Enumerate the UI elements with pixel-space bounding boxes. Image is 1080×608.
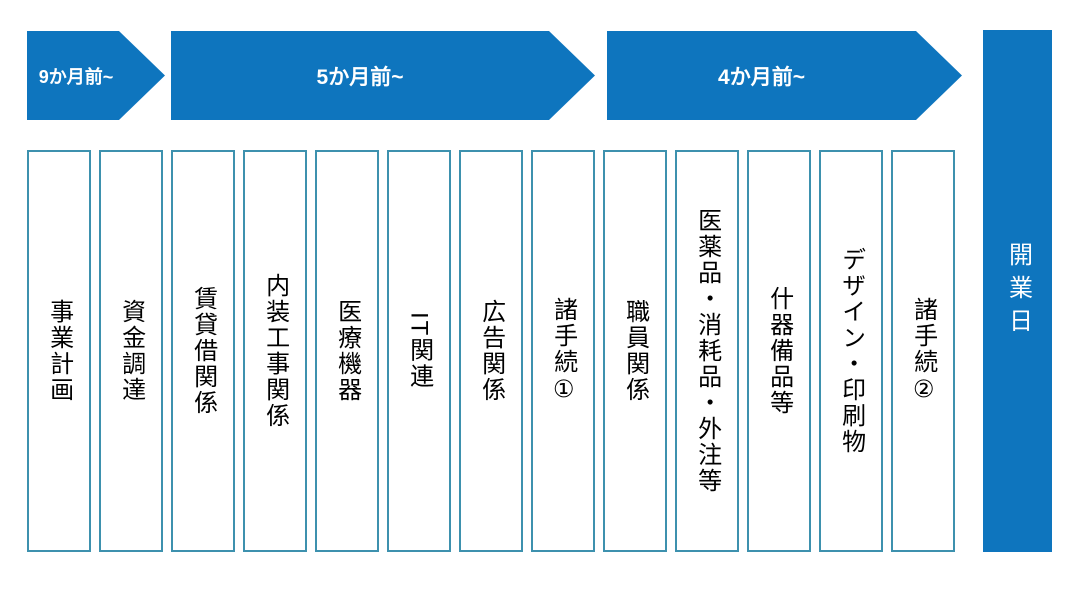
task-column-it: IT関連 [387, 150, 451, 552]
task-label-it: IT関連 [405, 312, 433, 390]
opening-day-bar: 開業日 [983, 30, 1052, 552]
task-column-procedures-1: 諸手続① [531, 150, 595, 552]
task-column-lease: 賃貸借関係 [171, 150, 235, 552]
task-column-fundraising: 資金調達 [99, 150, 163, 552]
task-label-medical-equipment: 医療機器 [333, 299, 361, 403]
task-column-interior-construction: 内装工事関係 [243, 150, 307, 552]
phase-label-9-months: 9か月前~ [38, 66, 114, 87]
task-label-procedures-1: 諸手続① [549, 297, 577, 405]
phase-arrow-9-months: 9か月前~ [27, 31, 165, 120]
task-label-staff: 職員関係 [621, 299, 649, 403]
task-column-procedures-2: 諸手続② [891, 150, 955, 552]
task-column-staff: 職員関係 [603, 150, 667, 552]
phase-arrow-5-months: 5か月前~ [171, 31, 595, 120]
task-label-business-plan: 事業計画 [45, 299, 73, 403]
task-column-pharma-consumables-outsourcing: 医薬品・消耗品・外注等 [675, 150, 739, 552]
task-column-business-plan: 事業計画 [27, 150, 91, 552]
task-columns: 事業計画 資金調達 賃貸借関係 内装工事関係 医療機器 IT関連 広告関係 諸手… [27, 150, 955, 552]
phase-arrow-4-months: 4か月前~ [607, 31, 962, 120]
task-column-medical-equipment: 医療機器 [315, 150, 379, 552]
task-column-advertising: 広告関係 [459, 150, 523, 552]
task-label-pharma-consumables-outsourcing: 医薬品・消耗品・外注等 [693, 208, 721, 494]
opening-day-label: 開業日 [1004, 241, 1032, 341]
task-label-interior-construction: 内装工事関係 [261, 273, 289, 429]
task-label-advertising: 広告関係 [477, 299, 505, 403]
task-label-fundraising: 資金調達 [117, 299, 145, 403]
phase-label-5-months: 5か月前~ [316, 65, 404, 89]
task-label-procedures-2: 諸手続② [909, 297, 937, 405]
task-label-design-printing: デザイン・印刷物 [837, 247, 865, 455]
task-column-fixtures: 什器備品等 [747, 150, 811, 552]
task-column-design-printing: デザイン・印刷物 [819, 150, 883, 552]
task-label-fixtures: 什器備品等 [765, 286, 793, 416]
task-label-lease: 賃貸借関係 [189, 286, 217, 416]
phase-label-4-months: 4か月前~ [718, 65, 805, 89]
